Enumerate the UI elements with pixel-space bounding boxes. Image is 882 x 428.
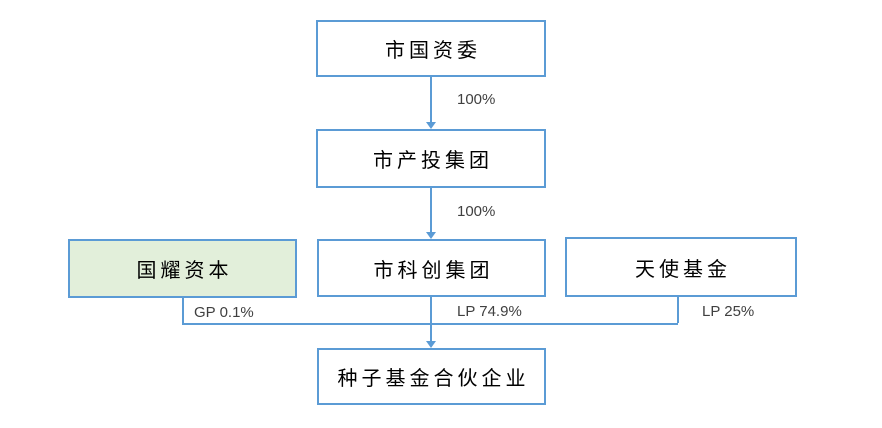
node-label: 国耀资本 <box>136 260 233 282</box>
node-label: 市科创集团 <box>373 259 494 282</box>
connector-kechuang-to-seed <box>430 297 432 341</box>
connector-chantou-to-kechuang <box>430 188 432 232</box>
edge-label-ownership-100pct-top: 100% <box>457 91 496 108</box>
node-label: 天使基金 <box>635 258 731 281</box>
edge-label-lp-share-kechuang: LP 74.9% <box>457 303 522 320</box>
node-seed-fund-partnership: 种子基金合伙企业 <box>317 348 546 405</box>
node-sci-tech-innovation-group: 市科创集团 <box>317 239 546 297</box>
node-guoyao-capital: 国耀资本 <box>68 239 297 298</box>
connector-tianshi-drop <box>677 297 679 323</box>
node-municipal-sasac: 市国资委 <box>316 20 546 77</box>
edge-label-gp-share: GP 0.1% <box>194 304 254 321</box>
arrow-down-icon <box>426 122 436 129</box>
node-label: 市国资委 <box>385 40 481 62</box>
edge-label-ownership-100pct-mid: 100% <box>457 203 496 220</box>
node-angel-fund: 天使基金 <box>565 237 797 297</box>
node-label: 市产投集团 <box>373 150 493 172</box>
node-label: 种子基金合伙企业 <box>337 368 530 390</box>
connector-sasac-to-chantou <box>430 77 432 122</box>
node-industry-investment-group: 市产投集团 <box>316 129 546 188</box>
arrow-down-icon <box>426 232 436 239</box>
edge-label-lp-share-tianshi: LP 25% <box>702 303 755 320</box>
connector-guoyao-drop <box>182 298 184 323</box>
arrow-down-icon <box>426 341 436 348</box>
